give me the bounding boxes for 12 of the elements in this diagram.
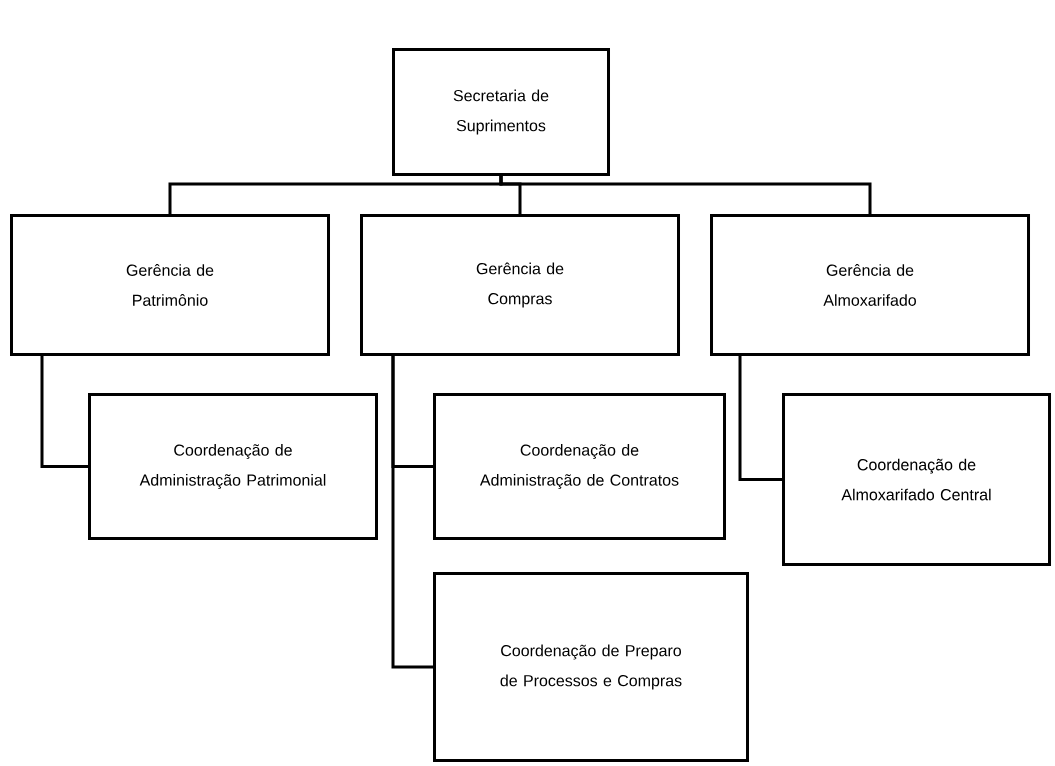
connector-line <box>40 356 88 468</box>
org-box: Gerência de Patrimônio <box>10 214 330 356</box>
org-box: Secretaria de Suprimentos <box>392 48 610 176</box>
org-box: Gerência de Compras <box>360 214 680 356</box>
org-box: Coordenação de Administração de Contratos <box>433 393 726 540</box>
connector-line <box>499 176 872 214</box>
connector-line <box>391 356 433 669</box>
org-box: Coordenação de Preparo de Processos e Compras <box>433 572 749 762</box>
connector-line <box>738 356 782 481</box>
org-box: Gerência de Almoxarifado <box>710 214 1030 356</box>
org-box: Coordenação de Administração Patrimonial <box>88 393 378 540</box>
org-box: Coordenação de Almoxarifado Central <box>782 393 1051 566</box>
